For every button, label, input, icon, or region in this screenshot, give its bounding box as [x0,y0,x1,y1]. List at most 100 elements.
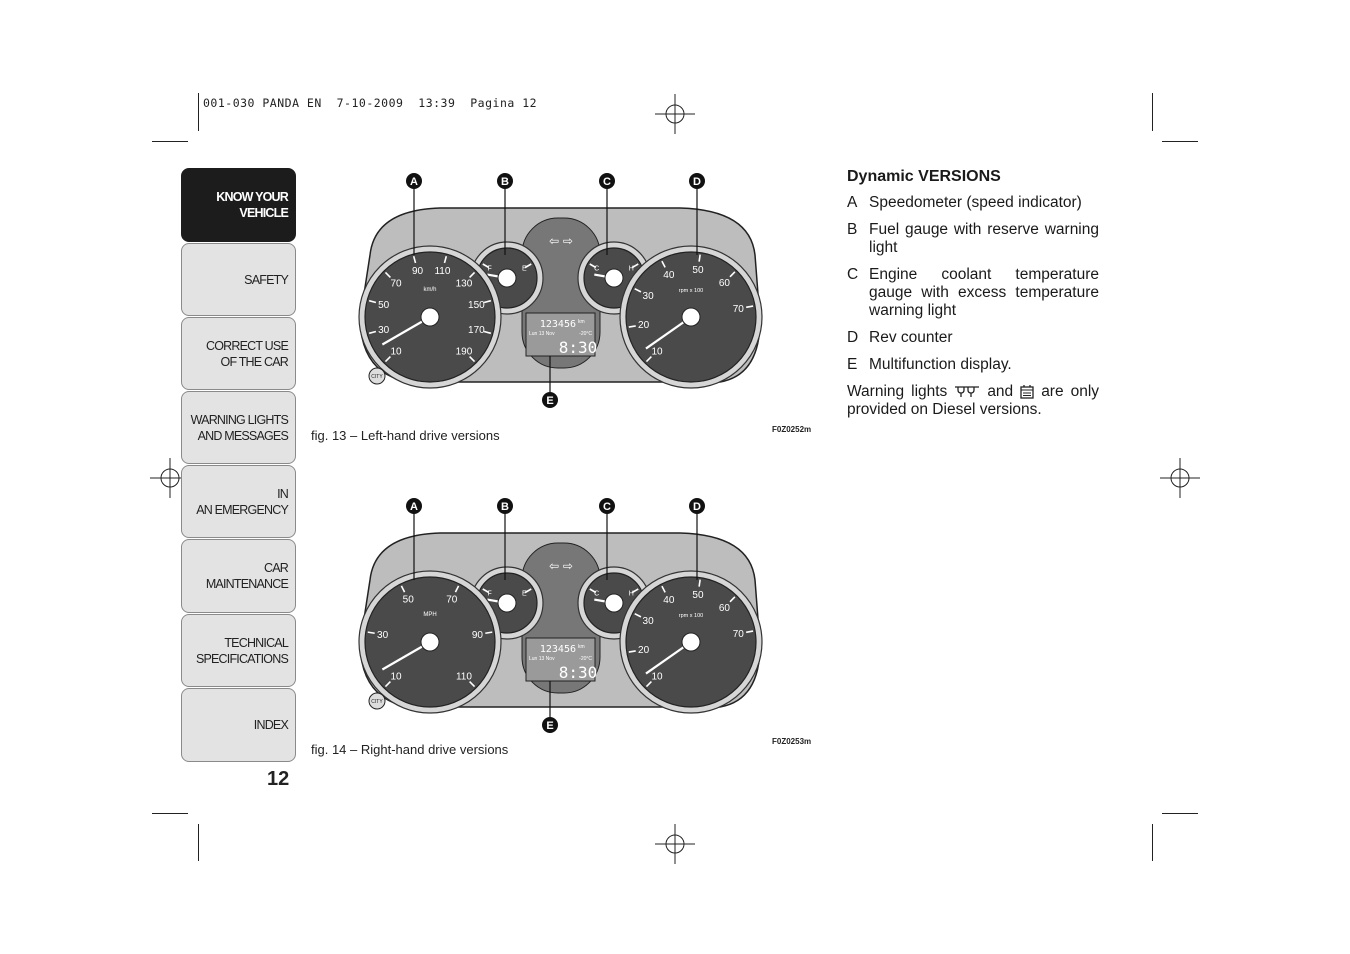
rev-counter-hub [681,307,701,327]
figure-code: F0Z0253m [772,737,812,746]
speedometer-hub [420,307,440,327]
callout-marker [689,173,705,189]
fuel-gauge-hub [497,268,517,288]
speedometer-tick-label: 110 [434,266,450,277]
rev-counter-tick [729,596,736,603]
tab-emergency[interactable]: IN AN EMERGENCY [181,465,296,538]
tab-label: TECHNICAL SPECIFICATIONS [195,635,289,666]
speedometer-tick [400,585,406,593]
item-letter: B [847,221,858,238]
speedometer-tick-label: 130 [456,279,473,290]
rev-counter-tick-label: 10 [651,346,663,357]
rev-counter-tick [698,254,701,262]
callout-marker-label: C [603,501,611,513]
rev-counter-tick-label: 20 [638,320,650,331]
tab-know-your-vehicle[interactable]: KNOW YOUR VEHICLE [181,168,296,242]
tab-label: KNOW YOUR VEHICLE [216,190,289,220]
rev-counter-tick-label: 30 [643,616,655,627]
coolant-gauge-tick-label: H [629,265,634,272]
figure-code: F0Z0252m [772,425,812,434]
item-letter: D [847,329,859,346]
rev-counter-tick [661,585,666,593]
tab-car-maintenance[interactable]: CAR MAINTENANCE [181,539,296,613]
speedometer-tick-label: 170 [468,325,485,336]
odometer-readout: 123456 [540,319,576,330]
rev-counter-hub [681,632,701,652]
item-text: Fuel gauge with reserve warning light [869,221,1099,256]
tab-safety[interactable]: SAFETY [181,243,296,316]
rev-counter-tick [634,613,642,618]
item-text: Speedometer (speed indicator) [869,194,1082,211]
callout-marker-label: D [693,501,701,513]
callout-marker [542,717,558,733]
list-item: B Fuel gauge with reserve warning light [847,221,1099,257]
diesel-note: Warning lights and are only provided on … [847,383,1099,419]
tab-label: SAFETY [244,272,289,287]
multifunction-display [525,637,596,682]
odometer-readout: 123456 [540,644,576,655]
city-button [368,692,386,710]
callout-marker [406,173,422,189]
speedometer-tick-label: 110 [456,671,472,682]
city-button-label: CITY [371,699,383,705]
coolant-gauge-tick [589,263,597,269]
tab-correct-use[interactable]: CORRECT USE OF THE CAR [181,317,296,390]
callout-marker-label: B [501,176,509,188]
callout-marker-label: E [546,395,553,407]
callout-marker [406,498,422,514]
speedometer-tick-label: 90 [412,266,424,277]
fuel-gauge-tick [524,588,532,594]
coolant-gauge-tick [589,588,597,594]
speedometer-tick-label: 30 [378,325,390,336]
rev-counter-unit: rpm x 100 [679,613,703,619]
rev-counter-tick-label: 40 [663,270,675,281]
crop-mark [152,813,188,814]
tab-technical-specifications[interactable]: TECHNICAL SPECIFICATIONS [181,614,296,687]
section-title: Dynamic VERSIONS [847,168,1001,185]
diesel-filter-icon [1020,384,1034,399]
multifunction-display [525,312,596,357]
rev-counter-tick [746,305,754,309]
rev-counter-tick [628,650,636,653]
callout-marker [542,392,558,408]
list-item: A Speedometer (speed indicator) [847,194,1099,212]
speedometer-tick-label: 30 [377,630,389,641]
callout-marker [599,498,615,514]
speedometer-tick [412,255,417,264]
rev-counter-tick-label: 10 [651,671,663,682]
crop-mark [198,824,199,861]
speedometer-tick [384,356,391,363]
callout-marker [497,498,513,514]
speedometer-tick [454,585,460,593]
speedometer-tick [469,271,476,278]
coolant-gauge-tick-label: C [594,265,599,272]
registration-mark-icon [655,824,695,864]
tab-warning-lights[interactable]: WARNING LIGHTS AND MESSAGES [181,391,296,464]
callout-marker-label: B [501,501,509,513]
speedometer-tick-label: 70 [390,279,402,290]
speedometer-tick-label: 50 [378,300,390,311]
note-text: Warning lights [847,383,948,400]
rev-counter-tick [645,356,652,363]
fuel-gauge-hub [497,593,517,613]
rev-counter-tick-label: 40 [663,595,675,606]
turn-signal-icon: ⇦ ⇨ [549,559,573,573]
speedometer-tick [368,330,377,335]
callout-marker-label: C [603,176,611,188]
speedometer-tick-label: 190 [456,346,473,357]
rev-counter-tick-label: 20 [638,645,650,656]
item-letter: A [847,194,858,211]
speedometer-tick [483,330,492,335]
item-letter: E [847,356,858,373]
fuel-gauge-tick-label: E [522,590,527,597]
speedometer-tick-label: 10 [390,346,402,357]
speedometer-hub [420,632,440,652]
coolant-gauge-tick-label: C [594,590,599,597]
speedometer-tick-label: 90 [472,630,484,641]
tab-index[interactable]: INDEX [181,688,296,762]
registration-mark-icon [655,94,695,134]
speedometer-unit: km/h [423,287,436,293]
note-text: are only provided on Diesel versions. [847,383,1100,418]
